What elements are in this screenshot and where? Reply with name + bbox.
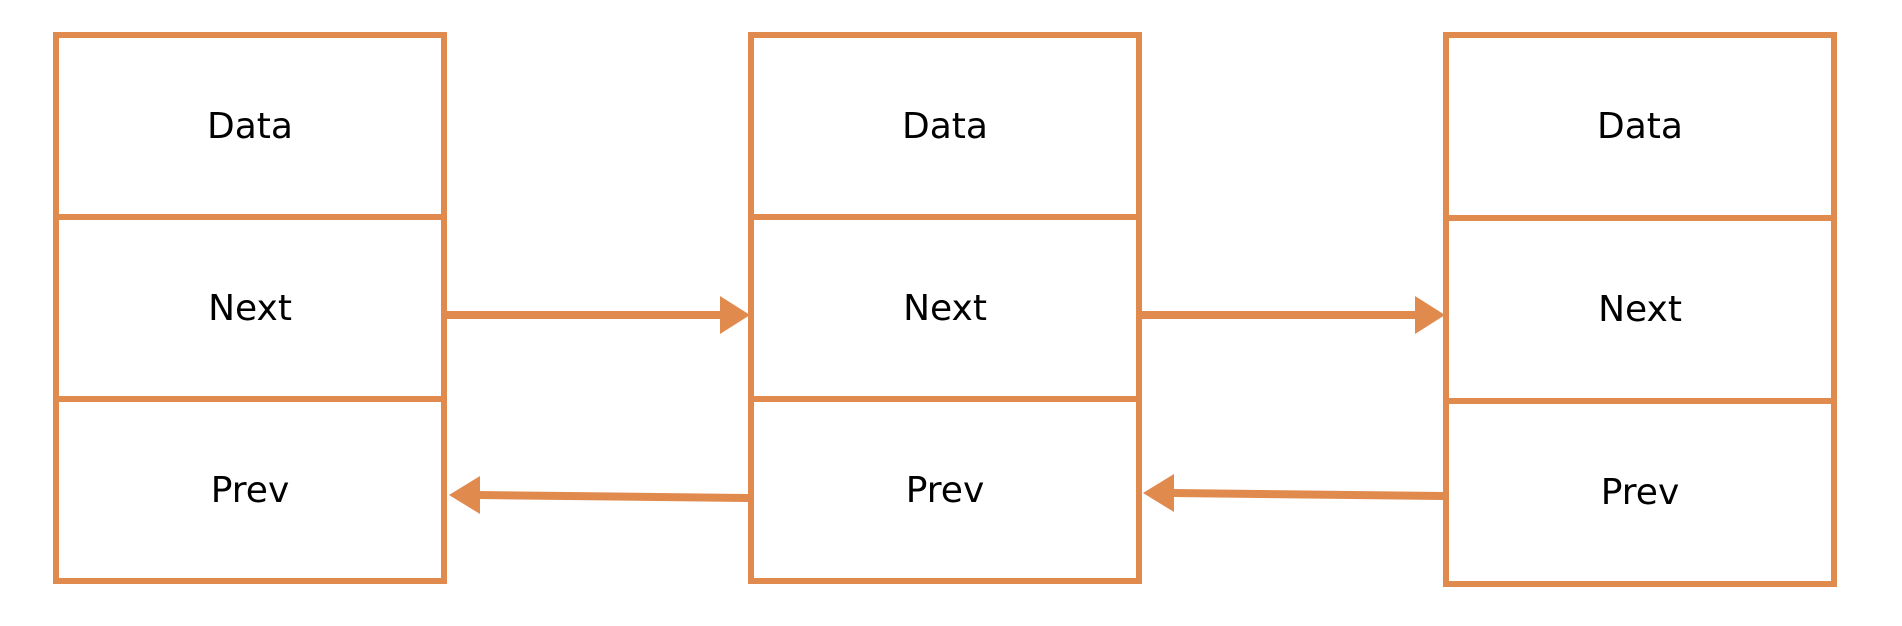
node-3: Data Next Prev	[1443, 32, 1837, 587]
next-arrow-1-to-2	[447, 296, 750, 334]
node-2-next-cell: Next	[754, 214, 1136, 396]
node-1-data-cell: Data	[207, 105, 293, 147]
node-1: Data Next Prev	[53, 32, 447, 584]
node-1-next-cell: Next	[59, 214, 441, 396]
node-3-prev-cell: Prev	[1449, 398, 1831, 581]
node-3-data-cell: Data	[1597, 106, 1683, 147]
node-2-data-cell: Data	[902, 105, 988, 147]
prev-arrow-2-to-1	[449, 476, 749, 514]
node-3-next-cell: Next	[1449, 215, 1831, 398]
next-arrow-2-to-3	[1142, 296, 1445, 334]
node-2-prev-cell: Prev	[754, 396, 1136, 578]
node-2: Data Next Prev	[748, 32, 1142, 584]
prev-arrow-3-to-2	[1143, 474, 1444, 512]
node-1-prev-cell: Prev	[59, 396, 441, 578]
